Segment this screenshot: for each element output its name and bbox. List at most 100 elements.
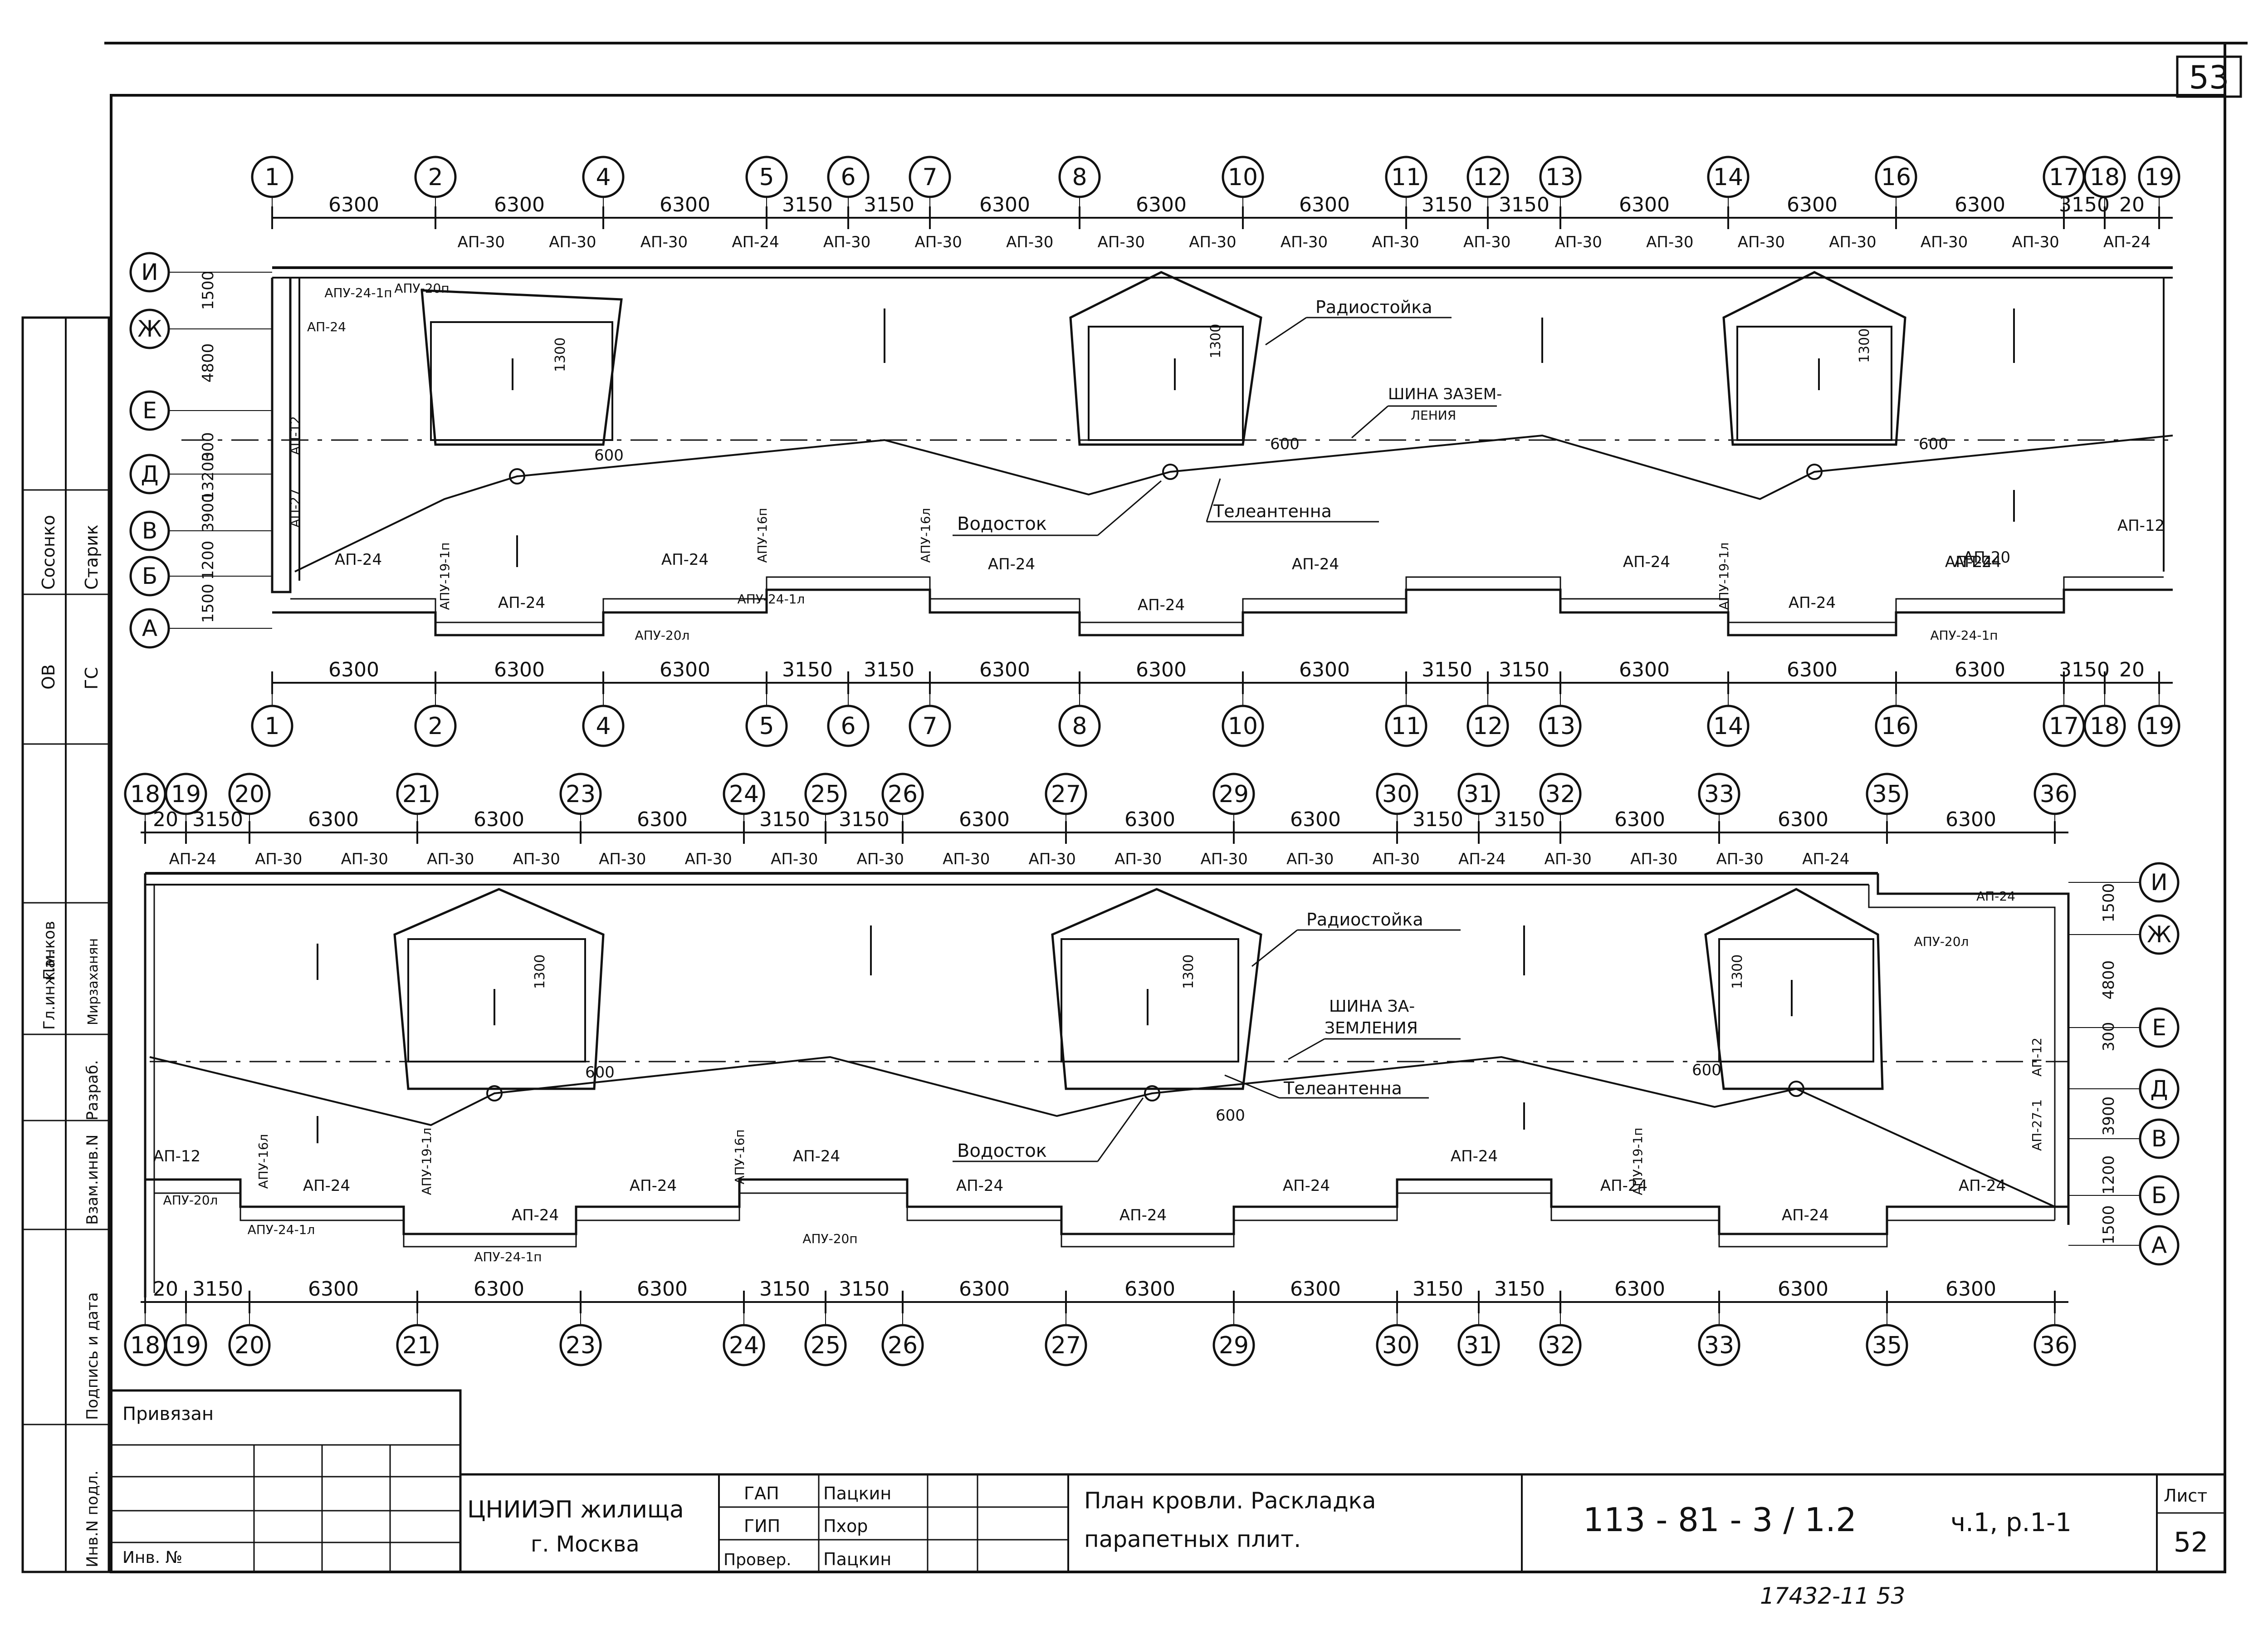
axis-label-top-13: 13 [1545, 164, 1575, 191]
axis-bubble [1539, 773, 1582, 815]
lower-dim-1300-b: 1300 [1181, 955, 1197, 989]
parapet-mark: АП-12 [153, 1147, 200, 1165]
corner-element-mark: АПУ-20п [802, 1231, 857, 1246]
axis-bubble [396, 773, 439, 815]
axis-label-top-5: 5 [759, 164, 774, 191]
axis-label-top-23: 23 [566, 781, 596, 808]
lower-ground-label-1: ШИНА ЗА- [1329, 997, 1415, 1016]
parapet-mark: АП-30 [1029, 850, 1076, 868]
axis-label-top-36: 36 [2040, 781, 2070, 808]
parapet-mark: АП-30 [1921, 233, 1968, 251]
dimension-value: 20 [153, 808, 178, 831]
dimension-value: 6300 [1955, 193, 2005, 216]
dimension-value: 3150 [1494, 808, 1545, 831]
upper-ground-label-2: ЛЕНИЯ [1411, 408, 1456, 423]
corner-element-mark: АПУ-16л [918, 508, 933, 563]
upper-dim-600-a: 600 [594, 446, 624, 465]
role-0: ГАП [744, 1483, 779, 1503]
axis-label-bottom-27: 27 [1051, 1332, 1081, 1359]
parapet-mark: АП-30 [341, 850, 388, 868]
parapet-mark: АП-24 [1283, 1177, 1330, 1195]
role-1: ГИП [744, 1516, 780, 1536]
axis-bubble [414, 156, 457, 198]
corner-element-mark: АП-27 [288, 489, 303, 528]
dimension-value: 20 [2119, 658, 2145, 681]
dimension-value: 3150 [759, 1278, 810, 1301]
axis-bubble [1212, 1324, 1255, 1366]
axis-label-bottom-7: 7 [922, 713, 937, 740]
parapet-mark: АП-24 [1954, 553, 2001, 571]
row-dimension-value: 1500 [2100, 883, 2118, 923]
upper-dim-1300-a: 1300 [552, 338, 568, 372]
stamp-row-3-name: Панков [40, 921, 59, 980]
sheet-number: 52 [2174, 1527, 2208, 1558]
axis-label-bottom-8: 8 [1072, 713, 1087, 740]
drawing-part: ч.1, р.1-1 [1950, 1508, 2072, 1537]
row-axis-label-0: И [2151, 869, 2167, 896]
axis-bubble [1058, 156, 1101, 198]
dimension-value: 3150 [1422, 658, 1472, 681]
row-dimension-value: 1500 [199, 584, 217, 623]
parapet-mark: АП-30 [1545, 850, 1592, 868]
row-axis-label-2: Е [142, 397, 157, 424]
corner-element-mark: АП-12 [2029, 1038, 2044, 1077]
dimension-value: 3150 [782, 658, 833, 681]
axis-label-bottom-12: 12 [1473, 713, 1503, 740]
parapet-mark: АП-30 [857, 850, 904, 868]
axis-label-bottom-33: 33 [1704, 1332, 1734, 1359]
dimension-value: 6300 [1299, 658, 1350, 681]
dimension-value: 3150 [864, 193, 914, 216]
parapet-mark: АП-24 [2103, 233, 2151, 251]
dimension-value: 6300 [1299, 193, 1350, 216]
parapet-mark: АП-30 [1006, 233, 1053, 251]
row-dimension-value: 1500 [2100, 1205, 2118, 1245]
axis-label-top-6: 6 [841, 164, 855, 191]
corner-element-mark: АПУ-20л [163, 1193, 218, 1208]
axis-label-top-19: 19 [171, 781, 201, 808]
axis-bubble [745, 156, 788, 198]
sheet-label: Лист [2164, 1486, 2207, 1506]
axis-label-bottom-16: 16 [1881, 713, 1911, 740]
axis-bubble [2033, 1324, 2076, 1366]
corner-element-mark: АП-27-1 [2029, 1099, 2044, 1151]
axis-label-top-7: 7 [922, 164, 937, 191]
upper-dim-1300-c: 1300 [1857, 328, 1872, 363]
page-number: 53 [2189, 59, 2229, 96]
row-dimension-value: 13200 [199, 452, 217, 501]
axis-bubble [396, 1324, 439, 1366]
parapet-mark: АП-24 [169, 850, 216, 868]
parapet-mark: АП-12 [2117, 517, 2165, 535]
corner-element-mark: АП-24 [1976, 889, 2015, 904]
dimension-value: 20 [2119, 193, 2145, 216]
dimension-value: 20 [153, 1278, 178, 1301]
parapet-mark: АП-30 [771, 850, 818, 868]
dimension-value: 6300 [979, 193, 1030, 216]
corner-element-mark: АП-12 [288, 416, 303, 455]
parapet-mark: АП-24 [988, 555, 1035, 573]
row-dimension-value: 4800 [2100, 960, 2118, 1000]
row-dimension-value: 3900 [199, 493, 217, 533]
axis-label-bottom-20: 20 [235, 1332, 264, 1359]
parapet-mark: АП-24 [1451, 1147, 1498, 1165]
axis-bubble [827, 156, 870, 198]
row-axis-label-4: В [2151, 1126, 2167, 1152]
axis-bubble [804, 1324, 847, 1366]
stamp-inv-2: Инв.N подл. [83, 1470, 102, 1567]
dimension-value: 6300 [308, 1278, 359, 1301]
axis-bubble [1866, 1324, 1908, 1366]
axis-bubble [1376, 773, 1418, 815]
axis-bubble [909, 156, 951, 198]
corner-element-mark: АПУ-19-1л [1716, 543, 1731, 610]
dimension-value: 3150 [1422, 193, 1472, 216]
lower-tv-label: Телеантенна [1283, 1078, 1402, 1098]
axis-bubble [1058, 705, 1101, 747]
row-axis-label-5: Б [142, 563, 157, 589]
axis-bubble [414, 705, 457, 747]
lower-dim-600-c: 600 [1692, 1061, 1721, 1079]
axis-label-bottom-35: 35 [1872, 1332, 1902, 1359]
dimension-value: 6300 [494, 193, 545, 216]
